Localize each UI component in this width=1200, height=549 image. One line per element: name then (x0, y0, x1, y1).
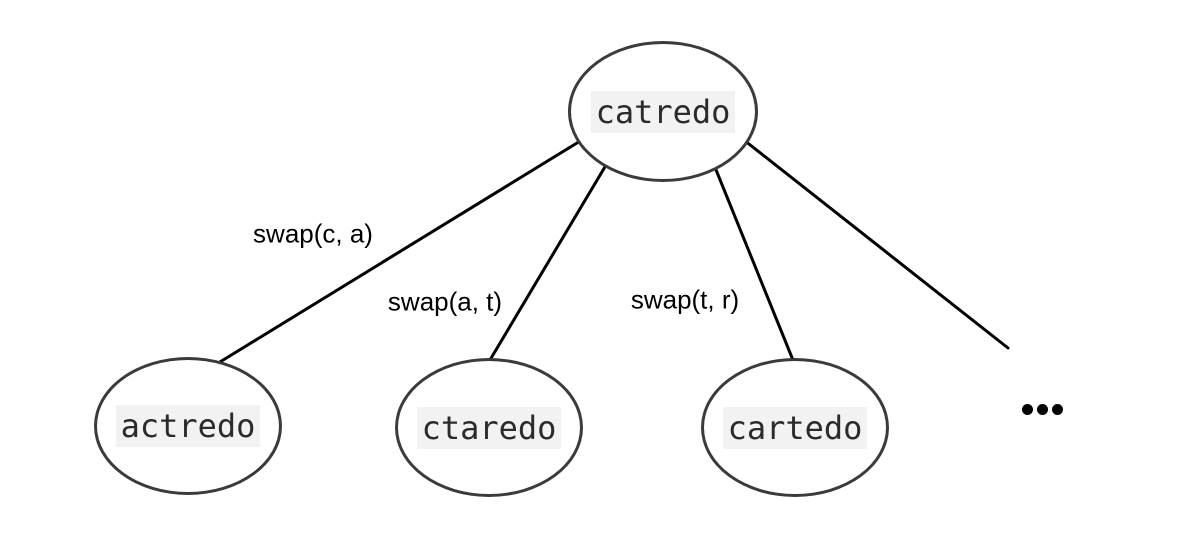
node-label-actredo: actredo (115, 405, 261, 447)
edge-root-to-cartedo (706, 148, 799, 372)
edge-label-swap-t-r: swap(t, r) (630, 284, 740, 315)
tree-node-child-1: actredo (94, 357, 282, 495)
more-children-ellipsis (1022, 404, 1063, 415)
edge-root-to-ctaredo (482, 148, 617, 372)
edge-label-swap-a-t: swap(a, t) (387, 286, 503, 317)
ellipsis-dot-icon (1037, 404, 1048, 415)
ellipsis-dot-icon (1022, 404, 1033, 415)
tree-node-root: catredo (568, 41, 758, 182)
node-label-catredo: catredo (590, 90, 736, 133)
tree-node-child-3: cartedo (701, 358, 889, 497)
edge-root-to-actredo (213, 133, 592, 367)
node-label-ctaredo: ctaredo (416, 406, 562, 449)
edge-root-to-ellipsis (733, 131, 1010, 350)
tree-node-child-2: ctaredo (395, 358, 583, 497)
node-label-cartedo: cartedo (722, 406, 868, 449)
edge-label-swap-c-a: swap(c, a) (253, 218, 373, 249)
ellipsis-dot-icon (1052, 404, 1063, 415)
